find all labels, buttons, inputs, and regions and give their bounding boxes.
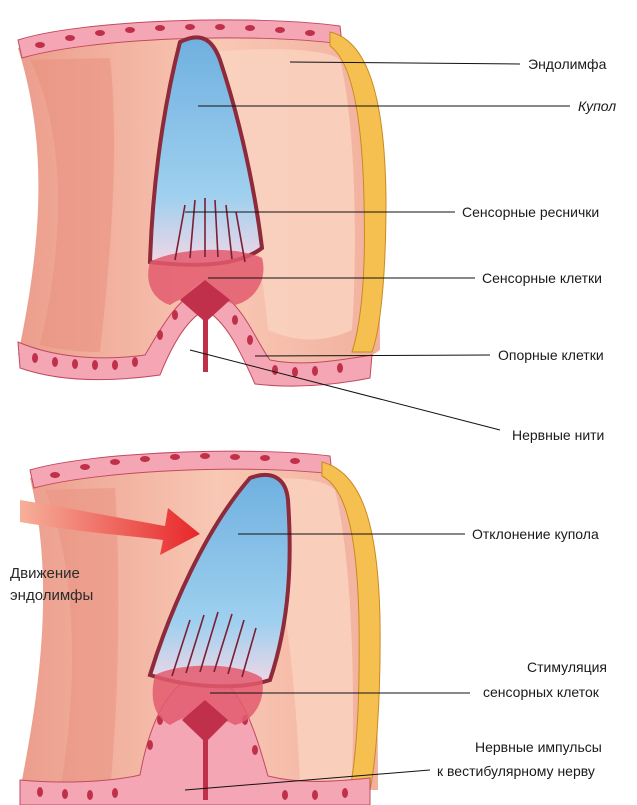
label-motion-line2: эндолимфы (10, 587, 93, 604)
label-impulses-line2: к вестибулярному нерву (437, 763, 595, 779)
label-stimulation-line2: сенсорных клеток (483, 684, 600, 700)
label-supporting-cells: Опорные клетки (498, 347, 604, 363)
label-sensory-cilia: Сенсорные реснички (462, 204, 599, 220)
label-endolymph: Эндолимфа (528, 56, 607, 72)
label-sensory-cells: Сенсорные клетки (482, 270, 602, 286)
top-figure (18, 20, 386, 386)
label-stimulation-line1: Стимуляция (527, 659, 607, 675)
label-impulses-line1: Нервные импульсы (475, 739, 602, 755)
bottom-figure (20, 451, 380, 805)
label-motion-line1: Движение (10, 565, 80, 582)
label-cupula-deflection: Отклонение купола (472, 526, 599, 542)
label-cupula: Купол (578, 98, 616, 114)
label-nerve-fibers: Нервные нити (512, 427, 604, 443)
